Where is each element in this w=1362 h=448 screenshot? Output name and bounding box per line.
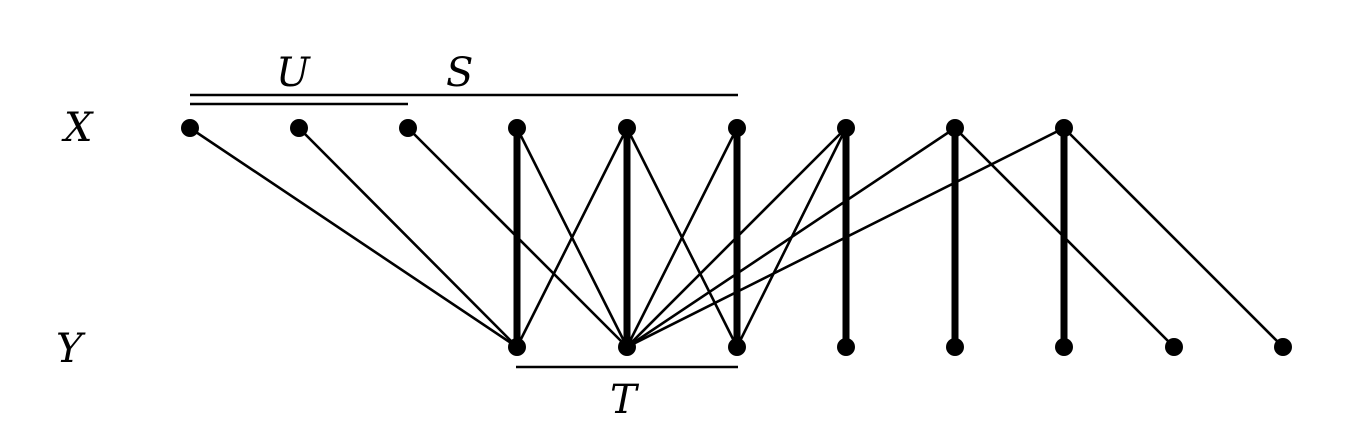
vertex-x6 bbox=[728, 119, 746, 137]
vertex-x1 bbox=[181, 119, 199, 137]
vertex-layer bbox=[181, 119, 1292, 356]
vertex-x5 bbox=[618, 119, 636, 137]
edge-x1-y1 bbox=[188, 126, 519, 349]
vertex-y2 bbox=[618, 338, 636, 356]
set-bars bbox=[190, 93, 738, 369]
edge-x9-y8 bbox=[1062, 126, 1285, 349]
vertex-y5 bbox=[946, 338, 964, 356]
edge-x2-y1 bbox=[297, 126, 519, 349]
vertex-y3 bbox=[728, 338, 746, 356]
vertex-y7 bbox=[1165, 338, 1183, 356]
edge-x8-y2 bbox=[625, 126, 957, 349]
vertex-y4 bbox=[837, 338, 855, 356]
edge-x5-y3 bbox=[625, 126, 739, 349]
row-label-y: Y bbox=[56, 326, 86, 372]
set-label-s: S bbox=[446, 50, 473, 96]
edge-x4-y2 bbox=[515, 126, 629, 349]
vertex-x2 bbox=[290, 119, 308, 137]
vertex-y1 bbox=[508, 338, 526, 356]
vertex-y6 bbox=[1055, 338, 1073, 356]
vertex-y8 bbox=[1274, 338, 1292, 356]
vertex-x9 bbox=[1055, 119, 1073, 137]
vertex-x4 bbox=[508, 119, 526, 137]
vertex-x3 bbox=[399, 119, 417, 137]
row-label-x: X bbox=[61, 105, 94, 151]
edge-layer bbox=[188, 124, 1285, 351]
vertex-x8 bbox=[946, 119, 964, 137]
vertex-x7 bbox=[837, 119, 855, 137]
set-label-t: T bbox=[610, 377, 640, 423]
set-label-u: U bbox=[276, 50, 311, 96]
